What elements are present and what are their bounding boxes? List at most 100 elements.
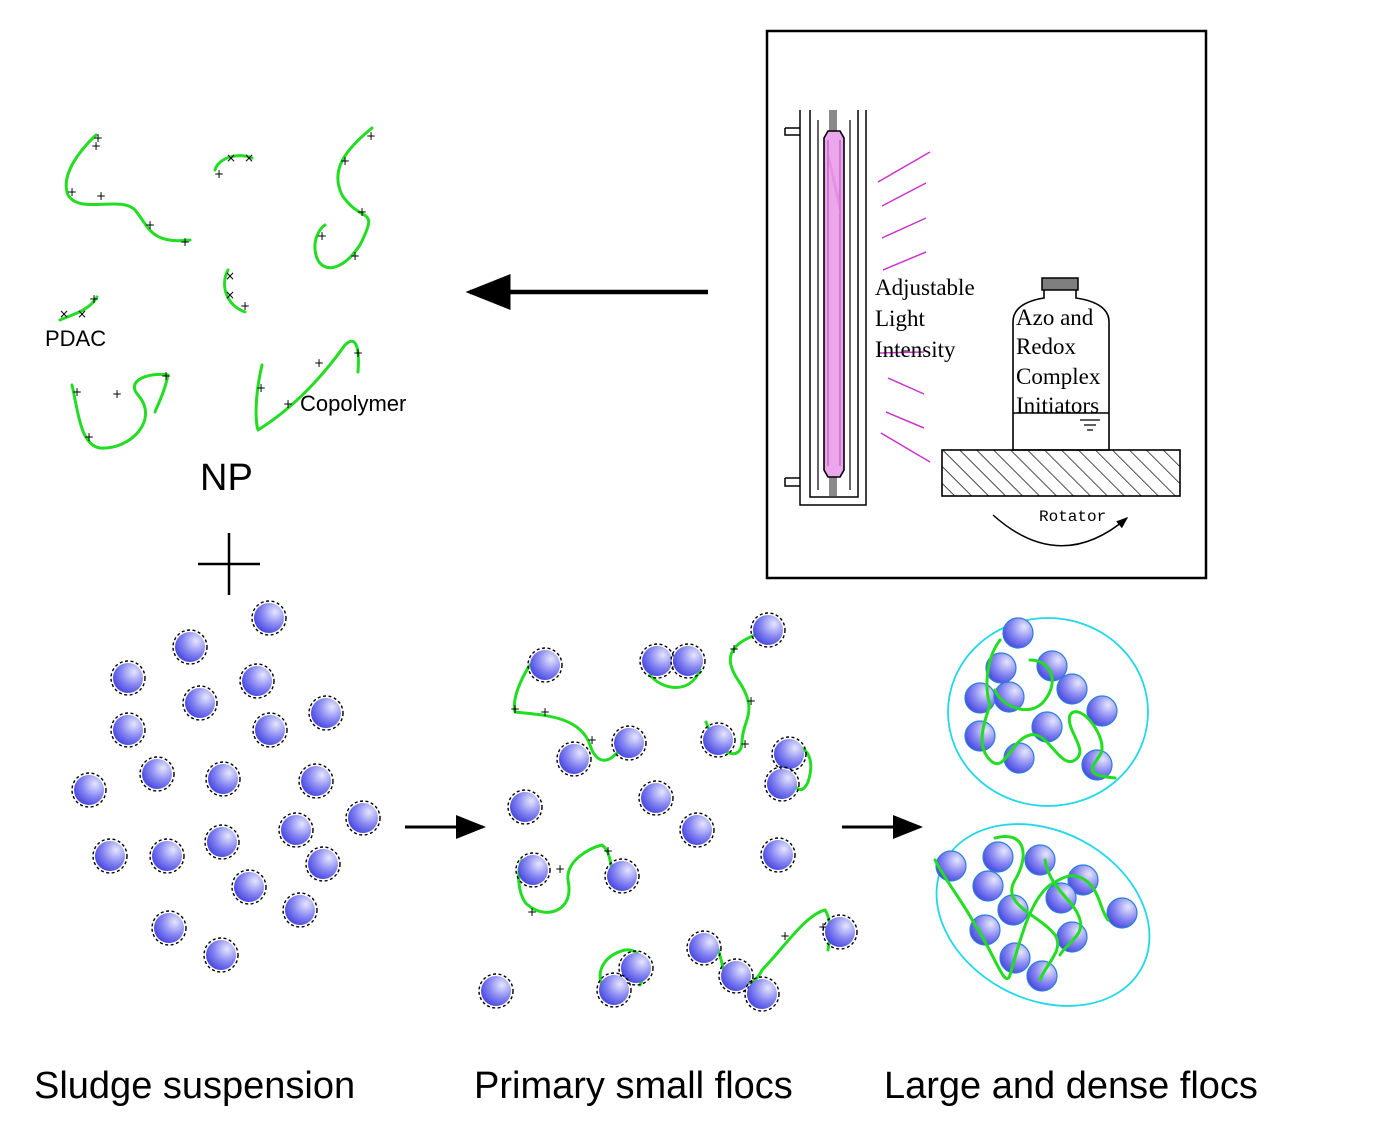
sludge-particle	[611, 725, 647, 761]
sludge-particle	[71, 772, 107, 808]
floc-boundary-bottom	[935, 823, 1151, 1007]
sludge-particle	[205, 761, 241, 797]
positive-charges: + + + + + + + × × + + + + + × × + × × + …	[59, 129, 376, 444]
sludge-particle	[478, 973, 514, 1009]
svg-text:+: +	[283, 397, 293, 411]
svg-text:+: +	[340, 154, 350, 168]
svg-text:+: +	[555, 862, 565, 876]
copolymer-label: Copolymer	[300, 391, 406, 416]
sludge-particle	[305, 846, 341, 882]
reaction-bottle: Azo and Redox Complex Initiators	[1012, 277, 1110, 451]
sludge-particle	[1086, 695, 1118, 727]
svg-text:+: +	[67, 185, 77, 199]
stage-label-primary-small-flocs: Primary small flocs	[474, 1065, 793, 1107]
svg-text:×: ×	[244, 151, 254, 165]
svg-text:+: +	[240, 299, 250, 313]
sludge-particle	[139, 756, 175, 792]
svg-text:+: +	[587, 733, 597, 747]
polymer-chain	[70, 372, 170, 450]
polymer-chain	[512, 663, 624, 762]
svg-text:+: +	[214, 167, 224, 181]
sludge-particle	[750, 612, 786, 648]
sludge-particle	[985, 652, 1017, 684]
polymer-chain	[993, 658, 1054, 712]
floc-boundary-top	[947, 617, 1149, 807]
sludge-particle	[639, 643, 675, 679]
primary-flocs-chains: + + + + + + + + + + +	[510, 628, 832, 987]
svg-text:+: +	[366, 129, 376, 143]
rotator-platform	[941, 449, 1181, 497]
sludge-particle	[515, 852, 551, 888]
polymer-chain	[64, 133, 192, 243]
svg-text:×: ×	[225, 288, 235, 302]
initiators-label: Azo and Redox Complex Initiators	[1016, 305, 1106, 418]
sludge-particle	[308, 695, 344, 731]
svg-text:+: +	[510, 702, 520, 716]
svg-text:+: +	[603, 844, 613, 858]
sludge-particle	[700, 722, 736, 758]
sludge-particle	[110, 712, 146, 748]
svg-text:+: +	[84, 430, 94, 444]
svg-text:+: +	[527, 905, 537, 919]
svg-text:+: +	[780, 929, 790, 943]
sludge-particle	[718, 958, 754, 994]
sludge-particle	[1081, 749, 1113, 781]
svg-text:+: +	[145, 218, 155, 232]
polymer-chain	[993, 835, 1060, 982]
svg-text:+: +	[161, 369, 171, 383]
sludge-particle	[1056, 921, 1088, 953]
sludge-particle	[964, 720, 996, 752]
sludge-particle	[278, 812, 314, 848]
sludge-particle	[1003, 742, 1035, 774]
rotator-label: Rotator	[1039, 508, 1106, 526]
polymer-chain	[933, 858, 1110, 980]
svg-text:+: +	[357, 205, 367, 219]
np-label: NP	[200, 457, 253, 499]
svg-text:+: +	[317, 229, 327, 243]
sludge-particle	[1002, 617, 1034, 649]
uv-lamp-tube	[823, 130, 845, 478]
np-polymer-chains: + + + + + + + × × + + + + + × × + × × + …	[45, 126, 406, 499]
svg-text:×: ×	[59, 307, 69, 321]
pdac-label: PDAC	[45, 326, 106, 351]
sludge-particle	[618, 950, 654, 986]
sludge-particle	[92, 838, 128, 874]
svg-text:+: +	[350, 249, 360, 263]
sludge-particle	[964, 682, 996, 714]
polymer-chain	[313, 126, 374, 270]
sludge-particle	[744, 976, 780, 1012]
sludge-particle	[764, 766, 800, 802]
sludge-particle	[972, 870, 1004, 902]
sludge-suspension-particles	[71, 600, 381, 973]
light-intensity-label: Adjustable Light Intensity	[875, 275, 980, 362]
svg-text:+: +	[93, 131, 103, 145]
sludge-particle	[596, 972, 632, 1008]
stage-label-large-dense-flocs: Large and dense flocs	[884, 1065, 1258, 1107]
sludge-particle	[149, 838, 185, 874]
sludge-particle	[252, 712, 288, 748]
sludge-particle	[556, 741, 592, 777]
sludge-particle	[1106, 897, 1138, 929]
sludge-particle	[298, 763, 334, 799]
svg-text:+: +	[314, 356, 324, 370]
polymer-chain	[223, 268, 247, 314]
sludge-particle	[1045, 882, 1077, 914]
svg-text:+: +	[729, 642, 739, 656]
sludge-particle	[282, 892, 318, 928]
sludge-particle	[670, 643, 706, 679]
svg-text:+: +	[72, 385, 82, 399]
polymer-chain	[980, 638, 1117, 780]
svg-text:+: +	[746, 694, 756, 708]
svg-text:×: ×	[225, 269, 235, 283]
sludge-particle	[239, 663, 275, 699]
sludge-particle	[993, 681, 1025, 713]
svg-text:+: +	[256, 381, 266, 395]
sludge-particle	[935, 850, 967, 882]
polymer-chain	[213, 154, 254, 172]
sludge-particle	[182, 685, 218, 721]
sludge-particle	[686, 930, 722, 966]
sludge-particle	[822, 914, 858, 950]
dense-flocs-chains	[933, 638, 1117, 982]
svg-text:+: +	[180, 235, 190, 249]
